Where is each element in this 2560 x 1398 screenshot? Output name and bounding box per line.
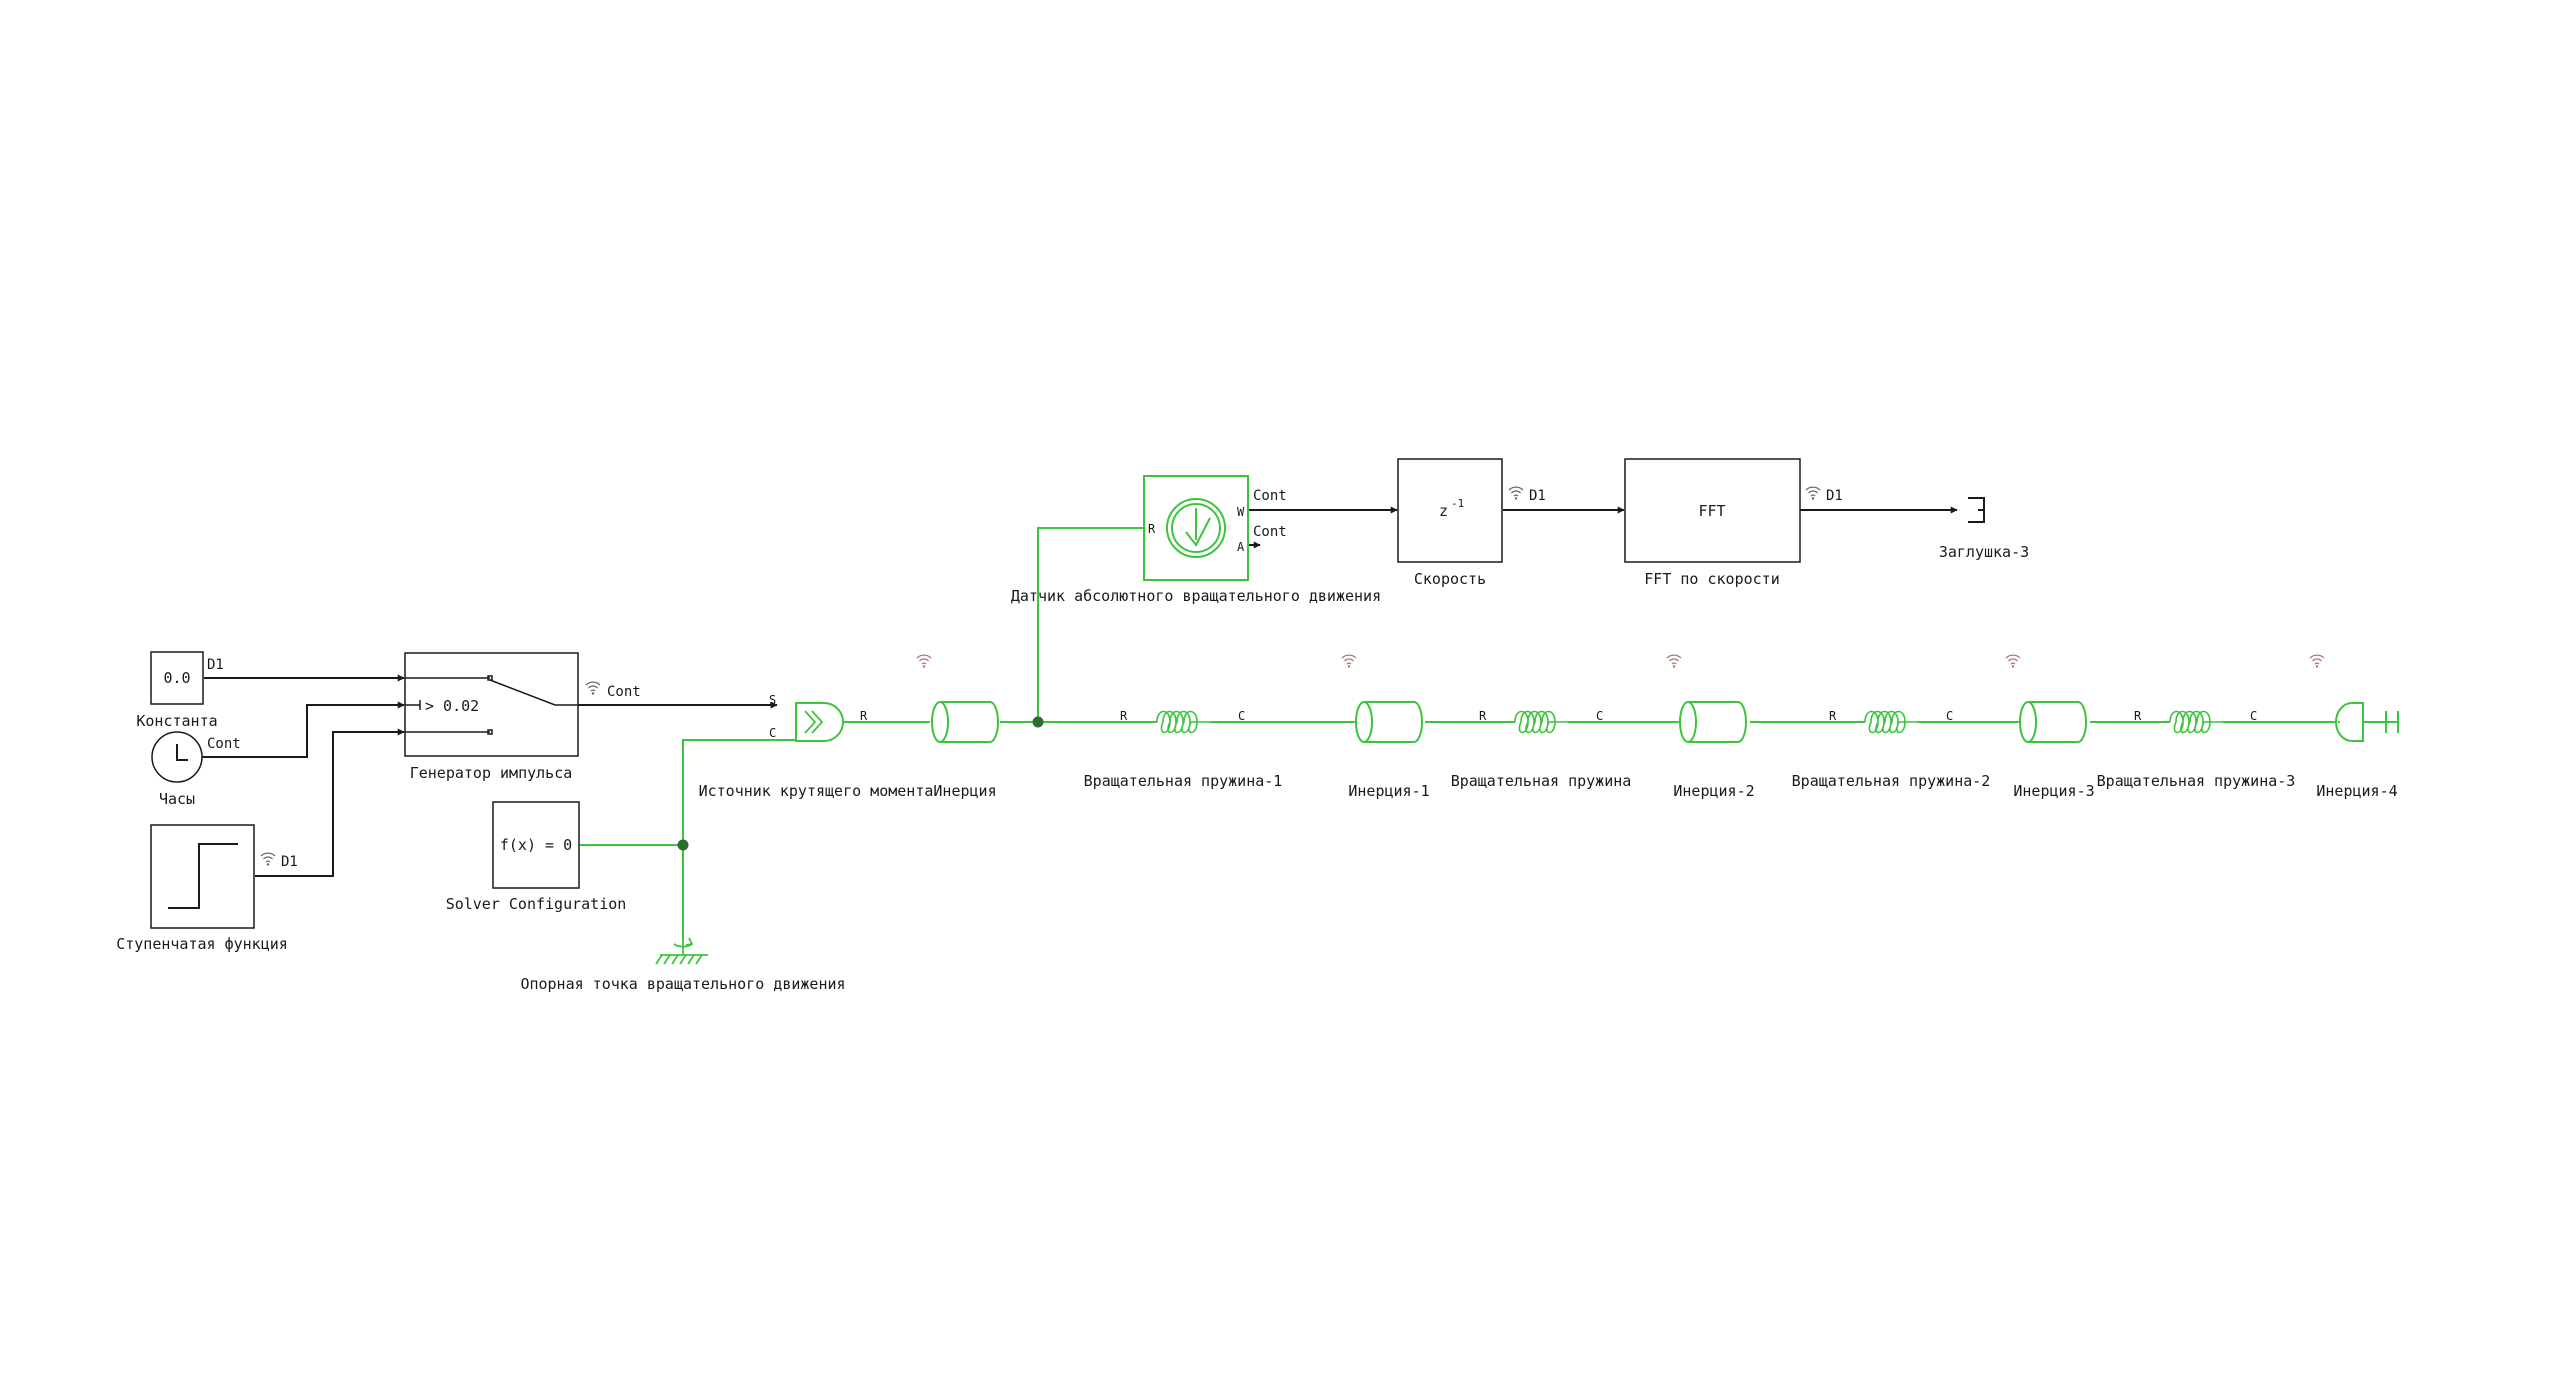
spring-1-port-c: C — [1238, 709, 1245, 723]
torque-port-r: R — [860, 709, 868, 723]
block-step[interactable]: D1 Ступенчатая функция — [116, 824, 298, 953]
step-rate: D1 — [281, 854, 298, 870]
step-icon — [168, 843, 238, 909]
spring-coil-icon — [1156, 710, 1210, 734]
spring-3-port-c: C — [2250, 709, 2257, 723]
spring-1-label: Вращательная пружина-1 — [1084, 772, 1283, 790]
pulse-threshold: > 0.02 — [425, 697, 479, 715]
torque-port-s: S — [769, 693, 776, 707]
sensor-port-w: W — [1237, 505, 1245, 519]
wifi-icon — [916, 654, 932, 669]
wire-node-sensor[interactable] — [1037, 527, 1144, 722]
spring-3-port-r: R — [2134, 709, 2142, 723]
block-spring-1[interactable]: R C Вращательная пружина-1 — [1084, 709, 1283, 790]
signal-wifi-icon — [260, 852, 276, 867]
wifi-icon — [1341, 654, 1357, 669]
spring-coil-icon — [2169, 710, 2223, 734]
block-inertia-4[interactable]: Инерция-4 — [2309, 654, 2399, 800]
wire-clock-pulse[interactable] — [200, 701, 405, 758]
clock-icon — [176, 744, 188, 761]
spring-3-label: Вращательная пружина-3 — [2097, 772, 2296, 790]
inertia-2-label: Инерция-2 — [1673, 782, 1754, 800]
sensor-a-rate: Cont — [1253, 524, 1287, 540]
wifi-icon — [2005, 654, 2021, 669]
ground-icon — [655, 937, 708, 965]
fft-text: FFT — [1698, 502, 1725, 520]
terminator-label: Заглушка-3 — [1939, 543, 2029, 561]
spring-1-port-r: R — [1120, 709, 1128, 723]
signal-wires — [200, 506, 1958, 877]
inertia-3-label: Инерция-3 — [2013, 782, 2094, 800]
wire-step-pulse[interactable] — [255, 728, 405, 877]
spring-coil-icon — [1864, 710, 1918, 734]
block-spring[interactable]: R C Вращательная пружина — [1451, 709, 1632, 790]
clock-rate: Cont — [207, 736, 241, 752]
delay-rate: D1 — [1529, 488, 1546, 504]
sensor-port-a: A — [1237, 540, 1245, 554]
sensor-port-r: R — [1148, 522, 1156, 536]
constant-rate: D1 — [207, 657, 224, 673]
block-inertia-1[interactable]: Инерция-1 — [1341, 654, 1430, 800]
spring-label: Вращательная пружина — [1451, 772, 1632, 790]
spring-port-c: C — [1596, 709, 1603, 723]
block-inertia-3[interactable]: Инерция-3 — [2005, 654, 2095, 800]
wifi-icon — [1666, 654, 1682, 669]
spring-2-port-r: R — [1829, 709, 1837, 723]
sensor-gauge-icon — [1166, 498, 1226, 558]
sensor-w-rate: Cont — [1253, 488, 1287, 504]
block-torque-source[interactable]: S C R Источник крутящего момента — [699, 693, 934, 800]
block-inertia[interactable]: Инерция — [916, 654, 999, 800]
signal-wifi-icon — [1508, 486, 1524, 501]
junction-node — [1032, 716, 1044, 728]
solver-label: Solver Configuration — [446, 895, 627, 913]
constant-value: 0.0 — [163, 669, 190, 687]
clock-label: Часы — [159, 790, 195, 808]
physical-wires — [580, 527, 2338, 940]
delay-sup: -1 — [1451, 497, 1464, 510]
solver-text: f(x) = 0 — [500, 836, 572, 854]
fft-rate: D1 — [1826, 488, 1843, 504]
block-spring-3[interactable]: R C Вращательная пружина-3 — [2097, 709, 2296, 790]
block-fft[interactable]: FFT D1 FFT по скорости — [1624, 458, 1843, 588]
wire-torque-c-ground[interactable] — [682, 739, 795, 940]
delay-label: Скорость — [1414, 570, 1486, 588]
junction-node — [677, 839, 689, 851]
block-terminator[interactable]: Заглушка-3 — [1939, 497, 2029, 561]
signal-wifi-icon — [1805, 486, 1821, 501]
block-clock[interactable]: Cont Часы — [151, 731, 241, 808]
reference-label: Опорная точка вращательного движения — [520, 975, 845, 993]
pulse-rate: Cont — [607, 684, 641, 700]
delay-text: z — [1439, 502, 1448, 520]
constant-label: Константа — [136, 712, 217, 730]
torque-port-c: C — [769, 726, 776, 740]
block-constant[interactable]: 0.0 D1 Константа — [136, 651, 224, 730]
inertia-1-label: Инерция-1 — [1348, 782, 1429, 800]
terminator-icon — [1968, 497, 1985, 523]
switch-icon — [405, 675, 578, 735]
block-rotational-sensor[interactable]: R W A Cont Cont Датчик абсолютного враща… — [1011, 475, 1381, 605]
block-spring-2[interactable]: R C Вращательная пружина-2 — [1792, 709, 1991, 790]
spring-2-label: Вращательная пружина-2 — [1792, 772, 1991, 790]
torque-label: Источник крутящего момента — [699, 782, 934, 800]
inertia-label: Инерция — [933, 782, 996, 800]
block-solver-configuration[interactable]: f(x) = 0 Solver Configuration — [446, 801, 627, 913]
step-label: Ступенчатая функция — [116, 935, 288, 953]
spring-2-port-c: C — [1946, 709, 1953, 723]
block-pulse-generator[interactable]: > 0.02 Cont Генератор импульса — [404, 652, 641, 782]
block-rotational-reference[interactable]: Опорная точка вращательного движения — [520, 937, 846, 993]
spring-coil-icon — [1514, 710, 1568, 734]
sensor-label: Датчик абсолютного вращательного движени… — [1011, 587, 1381, 605]
spring-port-r: R — [1479, 709, 1487, 723]
fft-label: FFT по скорости — [1644, 570, 1779, 588]
inertia-4-label: Инерция-4 — [2316, 782, 2397, 800]
signal-wifi-icon — [585, 681, 601, 696]
block-unit-delay[interactable]: z -1 D1 Скорость — [1397, 458, 1546, 588]
wifi-icon — [2309, 654, 2325, 669]
pulse-label: Генератор импульса — [410, 764, 573, 782]
double-chevron-icon — [804, 710, 824, 734]
block-inertia-2[interactable]: Инерция-2 — [1666, 654, 1755, 800]
